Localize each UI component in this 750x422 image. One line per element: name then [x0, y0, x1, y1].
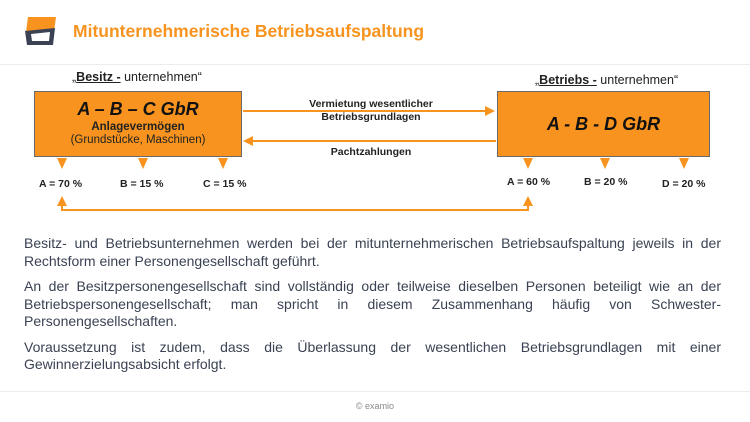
paragraph-3: Voraussetzung ist zudem, dass die Überla…: [24, 338, 721, 373]
share-right-a: A = 60 %: [507, 176, 551, 188]
share-right-b: B = 20 %: [584, 176, 628, 188]
besitz-gbr-box: A – B – C GbR Anlagevermögen (Grundstück…: [34, 91, 242, 157]
footer-copyright: © examio: [355, 401, 395, 411]
besitzunternehmen-label: „Besitz - unternehmen“: [72, 70, 202, 84]
paragraph-1: Besitz- und Betriebsunternehmen werden b…: [24, 235, 721, 269]
examio-logo-icon: [25, 17, 56, 45]
paragraph-2: An der Besitzpersonengesellschaft sind v…: [24, 278, 721, 329]
besitz-gbr-name: A – B – C GbR: [77, 99, 199, 119]
page-header: Mitunternehmerische Betriebsaufspaltung: [0, 0, 750, 65]
vermietung-arrow-label: Vermietung wesentlicher Betriebsgrundlag…: [309, 98, 433, 123]
diagram-arrows: [57, 106, 689, 211]
footer-divider: [0, 391, 750, 392]
share-right-d: D = 20 %: [662, 178, 706, 190]
share-left-b: B = 15 %: [120, 178, 164, 190]
explanation-text: Besitz- und Betriebsunternehmen werden b…: [24, 235, 721, 382]
betriebsunternehmen-label: „Betriebs - unternehmen“: [535, 73, 679, 87]
besitz-gbr-assets: Anlagevermögen: [91, 121, 185, 133]
betriebsaufspaltung-diagram: „Besitz - unternehmen“ „Betriebs - unter…: [0, 64, 750, 224]
besitz-gbr-assets-detail: (Grundstücke, Maschinen): [70, 134, 206, 146]
page-title: Mitunternehmerische Betriebsaufspaltung: [73, 21, 425, 41]
share-left-c: C = 15 %: [203, 178, 247, 190]
pachtzahlungen-arrow-label: Pachtzahlungen: [330, 146, 412, 158]
betriebs-gbr-name: A - B - D GbR: [546, 114, 661, 134]
betriebs-gbr-box: A - B - D GbR: [497, 91, 710, 157]
share-left-a: A = 70 %: [39, 178, 83, 190]
